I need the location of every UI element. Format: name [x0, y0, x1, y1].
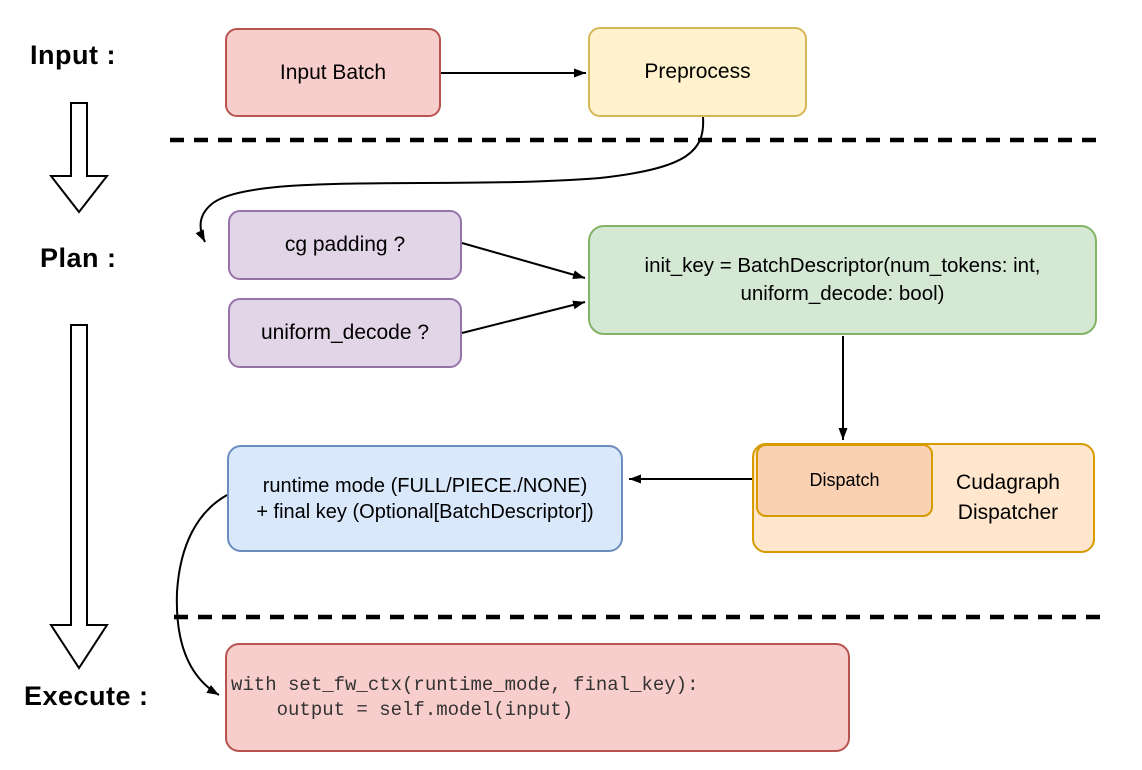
node-execute-code-line2: output = self.model(input) — [231, 698, 574, 721]
edge-runtimemode-to-executecode — [175, 494, 228, 696]
stage-label-input: Input : — [30, 40, 116, 70]
node-init-key-line2: uniform_decode: bool) — [740, 282, 945, 305]
node-dispatch: Dispatch — [756, 444, 933, 517]
node-cudagraph-dispatcher-line1: Cudagraph — [956, 471, 1060, 494]
node-cudagraph-dispatcher-line2: Dispatcher — [957, 501, 1059, 524]
node-cudagraph-dispatcher-label: Cudagraph Dispatcher — [923, 468, 1093, 528]
node-uniform-decode-label: uniform_decode ? — [260, 321, 430, 344]
node-runtime-mode-line1: runtime mode (FULL/PIECE./NONE) — [262, 474, 588, 497]
node-preprocess-label: Preprocess — [644, 60, 751, 83]
node-runtime-mode: runtime mode (FULL/PIECE./NONE) + final … — [227, 445, 623, 552]
node-runtime-mode-line2: + final key (Optional[BatchDescriptor]) — [256, 500, 594, 523]
node-cg-padding: cg padding ? — [228, 210, 462, 280]
stage-label-plan: Plan : — [40, 243, 117, 273]
node-preprocess: Preprocess — [588, 27, 807, 117]
stage-arrow-plan-to-execute — [49, 324, 109, 670]
node-input-batch: Input Batch — [225, 28, 441, 117]
node-input-batch-label: Input Batch — [279, 60, 387, 84]
edge-cgpadding-to-initkey — [461, 242, 586, 280]
node-init-key-line1: init_key = BatchDescriptor(num_tokens: i… — [644, 254, 1041, 277]
node-init-key: init_key = BatchDescriptor(num_tokens: i… — [588, 225, 1097, 335]
stage-label-execute: Execute : — [24, 681, 149, 711]
edge-uniformdecode-to-initkey — [461, 300, 586, 334]
node-uniform-decode: uniform_decode ? — [228, 298, 462, 368]
node-execute-code-line1: with set_fw_ctx(runtime_mode, final_key)… — [231, 673, 699, 696]
node-dispatch-label: Dispatch — [809, 470, 880, 490]
node-execute-code: with set_fw_ctx(runtime_mode, final_key)… — [225, 643, 850, 752]
stage-arrow-input-to-plan — [48, 102, 110, 214]
node-cg-padding-label: cg padding ? — [284, 233, 406, 256]
